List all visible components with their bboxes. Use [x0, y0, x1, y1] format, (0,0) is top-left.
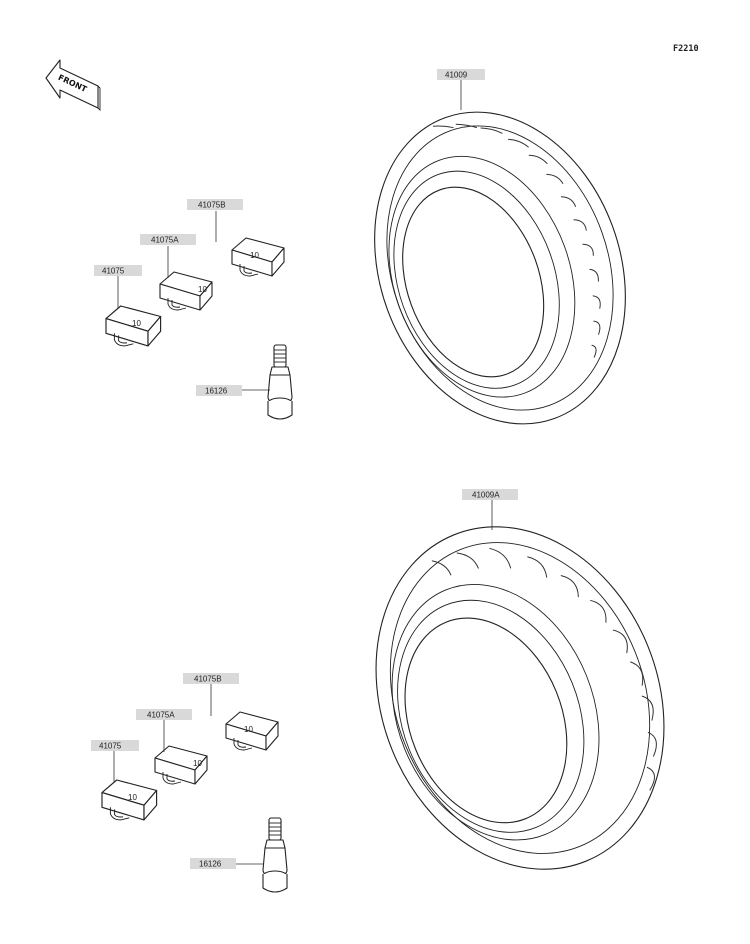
front-arrow-icon: FRONT	[45, 59, 101, 112]
rear-tire	[375, 526, 665, 870]
callout-41075B-bottom: 41075B	[194, 675, 222, 684]
front-tread-pattern	[432, 123, 601, 358]
front-tire	[374, 111, 626, 425]
callout-41075A-bottom: 41075A	[147, 711, 175, 720]
balance-weight-a-top: 10	[159, 271, 213, 311]
callout-16126-bottom: 16126	[199, 860, 222, 869]
tire-valve-top	[267, 344, 293, 420]
rear-tread-pattern	[431, 547, 657, 791]
svg-text:10: 10	[244, 725, 253, 734]
svg-text:10: 10	[250, 251, 259, 260]
balance-weight-b-bottom: 10	[225, 711, 279, 751]
callout-41009A: 41009A	[472, 491, 500, 500]
callout-16126-top: 16126	[205, 387, 228, 396]
callout-41075A-top: 41075A	[151, 236, 179, 245]
svg-text:10: 10	[128, 793, 137, 802]
balance-weight-top: 10	[105, 305, 162, 347]
callout-41075-bottom: 41075	[99, 742, 122, 751]
tire-valve-bottom	[262, 817, 288, 893]
balance-weight-a-bottom: 10	[154, 745, 208, 785]
balance-weight-bottom: 10	[101, 779, 158, 821]
callout-41075-top: 41075	[102, 267, 125, 276]
callout-41009: 41009	[445, 71, 468, 80]
balance-weight-b-top: 10	[231, 237, 285, 277]
figure-code: F2210	[673, 44, 699, 54]
svg-text:10: 10	[198, 285, 207, 294]
svg-text:10: 10	[193, 759, 202, 768]
callout-41075B-top: 41075B	[198, 201, 226, 210]
svg-text:10: 10	[132, 319, 141, 328]
